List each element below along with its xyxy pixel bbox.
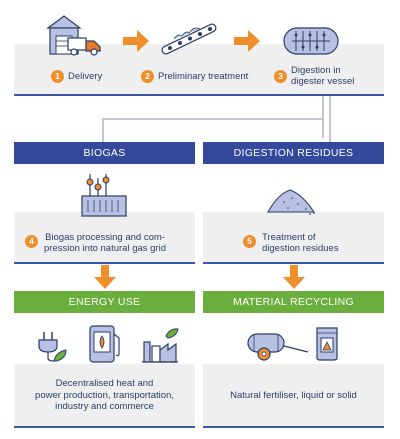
energy-use-description: Decentralised heat and power production,… xyxy=(14,378,195,413)
step-label-digestion: Digestion in digester vessel xyxy=(291,65,354,87)
connector-line xyxy=(102,118,104,142)
biogas-panel-border xyxy=(14,262,195,264)
arrow-down-icon xyxy=(94,265,116,289)
energy-use-line: power production, transportation, xyxy=(35,389,174,401)
plug-icon xyxy=(38,332,67,362)
arrow-right-icon xyxy=(123,30,149,52)
tanker-trailer-icon xyxy=(247,333,309,361)
step-label-line: digester vessel xyxy=(291,76,355,87)
fertiliser-sack-icon xyxy=(316,327,338,361)
connector-line xyxy=(322,96,324,138)
process-panel-border xyxy=(14,94,384,96)
step-label-line: digestion residues xyxy=(262,243,339,254)
digestion-residues-bar: DIGESTION RESIDUES xyxy=(203,142,384,164)
arrow-down-icon xyxy=(283,265,305,289)
step-label-line: Digestion in xyxy=(291,65,341,76)
connector-line xyxy=(329,96,331,142)
step-label-treatment: Treatment of digestion residues xyxy=(262,232,339,254)
material-recycling-description: Natural fertiliser, liquid or solid xyxy=(203,390,384,402)
conveyor-icon xyxy=(161,23,217,55)
energy-panel xyxy=(14,364,195,426)
step-label-line: Treatment of xyxy=(262,232,316,243)
biogas-processing-icon xyxy=(81,174,127,217)
step-label-line: pression into natural gas grid xyxy=(44,243,166,254)
connector-line xyxy=(102,118,324,120)
biogas-panel xyxy=(14,212,195,262)
energy-use-bar: ENERGY USE xyxy=(14,291,195,313)
material-panel xyxy=(203,364,384,426)
material-recycling-line: Natural fertiliser, liquid or solid xyxy=(230,390,357,401)
step-label-delivery: Delivery xyxy=(68,71,103,82)
material-panel-border xyxy=(203,426,384,428)
biogas-bar: BIOGAS xyxy=(14,142,195,164)
step-number-badge: 3 xyxy=(274,70,287,83)
residues-panel xyxy=(203,212,384,262)
arrow-right-icon xyxy=(234,30,260,52)
step-label-line: Biogas processing and com- xyxy=(45,232,165,243)
factory-icon xyxy=(142,328,179,363)
step-number-badge: 4 xyxy=(25,235,38,248)
step-number-badge: 1 xyxy=(51,70,64,83)
fuel-pump-icon xyxy=(89,325,120,363)
energy-use-line: industry and commerce xyxy=(55,401,154,412)
residue-pile-icon xyxy=(267,189,315,215)
step-label-biogas-processing: Biogas processing and com- pression into… xyxy=(44,232,166,254)
energy-panel-border xyxy=(14,426,195,428)
material-recycling-bar: MATERIAL RECYCLING xyxy=(203,291,384,313)
digester-vessel-icon xyxy=(283,27,339,55)
step-number-badge: 2 xyxy=(141,70,154,83)
step-number-badge: 5 xyxy=(243,235,256,248)
residues-panel-border xyxy=(203,262,384,264)
delivery-icon xyxy=(46,15,101,56)
energy-use-line: Decentralised heat and xyxy=(55,378,154,389)
step-label-preliminary-treatment: Preliminary treatment xyxy=(158,71,249,82)
